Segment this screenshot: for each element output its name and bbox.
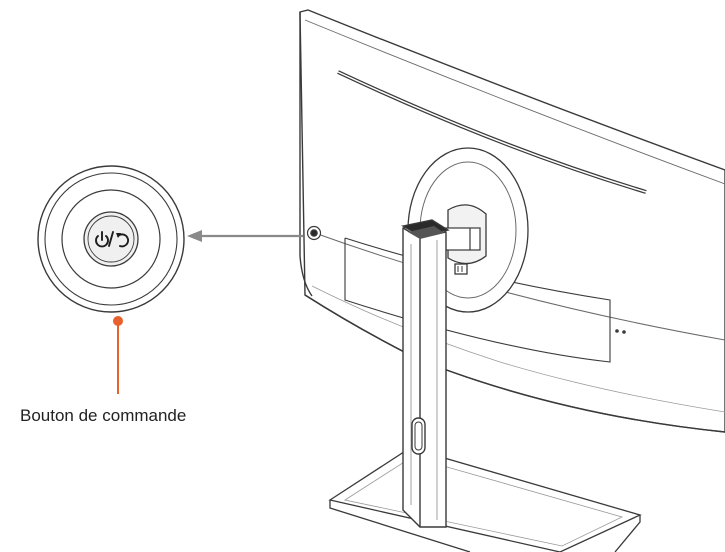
joystick-button xyxy=(306,225,322,241)
cable-slot xyxy=(411,417,426,455)
callout-leader xyxy=(113,316,123,394)
stand-base xyxy=(328,447,642,552)
stand-column xyxy=(401,219,450,528)
callout-label: Bouton de commande xyxy=(20,406,187,425)
port-marks xyxy=(615,329,626,334)
power-return-icon xyxy=(95,231,130,248)
pointer-arrow xyxy=(187,230,303,242)
